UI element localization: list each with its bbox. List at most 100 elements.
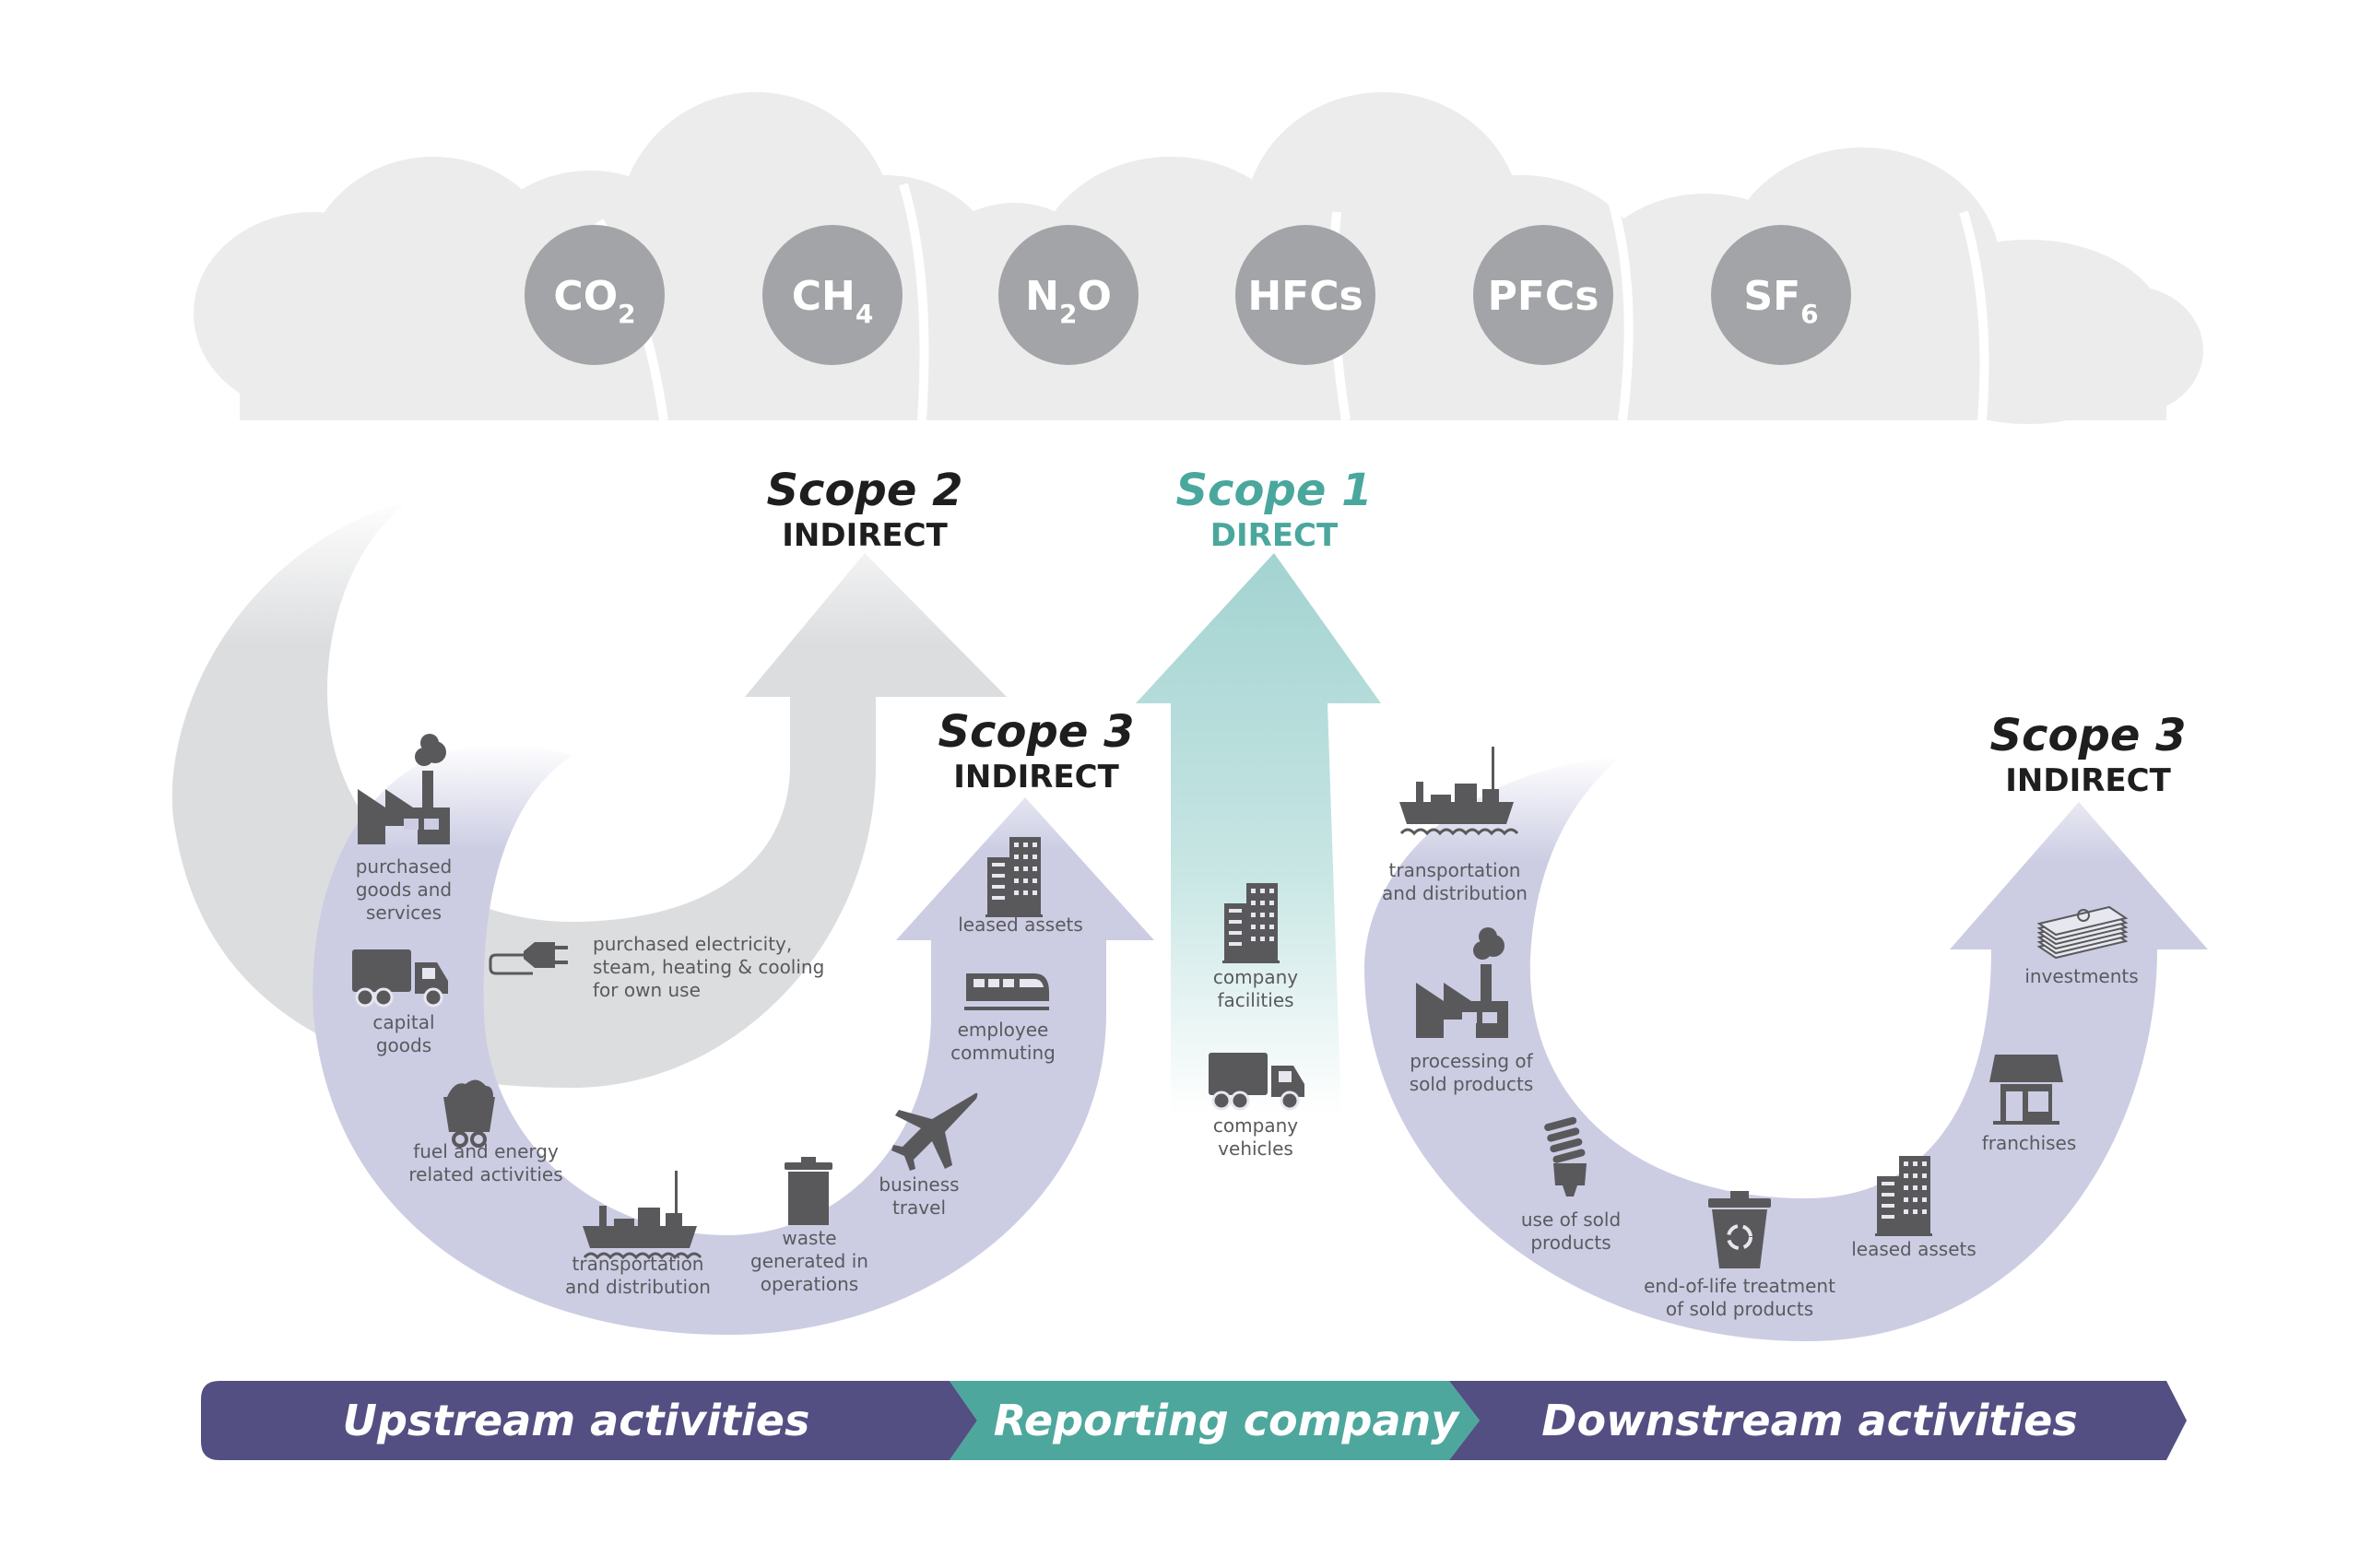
emission-category-item: leased assets	[1851, 1156, 1976, 1260]
category-label: products	[1530, 1232, 1611, 1254]
scope3-upstream-arrow	[313, 744, 1154, 1335]
band-downstream-segment	[1449, 1381, 2187, 1460]
category-label: leased assets	[958, 914, 1083, 936]
gas-bubble: N2O	[998, 225, 1139, 365]
category-label: investments	[2024, 965, 2138, 987]
emission-category-item: franchises	[1982, 1055, 2076, 1154]
category-label: leased assets	[1851, 1238, 1976, 1260]
building-icon	[985, 837, 1043, 917]
category-label: sold products	[1410, 1073, 1534, 1095]
category-label: for own use	[593, 979, 701, 1001]
scope3-downstream-arrow	[1364, 756, 2208, 1341]
scope3-downstream-title: Scope 3	[1989, 710, 2186, 761]
scope2-arrow	[171, 498, 1007, 1088]
category-label: business	[879, 1173, 959, 1196]
cloud-bank	[194, 92, 2203, 424]
scope1-arrow	[1136, 553, 1381, 1115]
scope3-upstream-heading: Scope 3 INDIRECT	[938, 706, 1134, 796]
category-label: capital	[372, 1011, 434, 1033]
scope3-upstream-subtitle: INDIRECT	[953, 759, 1119, 796]
ship-icon	[583, 1171, 702, 1260]
scope2-subtitle: INDIRECT	[782, 517, 948, 554]
category-label: use of sold	[1521, 1208, 1621, 1231]
category-label: end-of-life treatment	[1644, 1275, 1835, 1297]
band-upstream-label: Upstream activities	[343, 1396, 810, 1445]
truck-icon	[1209, 1053, 1304, 1111]
emission-category-item: investments	[2024, 905, 2139, 987]
recycle-bin-icon	[1708, 1191, 1771, 1268]
gas-formula: CH4	[792, 273, 874, 329]
category-label: waste	[782, 1227, 836, 1249]
category-label: vehicles	[1218, 1138, 1293, 1160]
category-label: services	[366, 902, 442, 924]
gas-circle	[998, 225, 1139, 365]
building-icon	[1222, 883, 1280, 963]
gas-bubble: PFCs	[1473, 225, 1613, 365]
gas-bubble: CO2	[525, 225, 665, 365]
ship-icon	[1399, 747, 1519, 836]
band-upstream-segment	[201, 1381, 977, 1460]
category-label: of sold products	[1666, 1298, 1813, 1320]
category-label: purchased electricity,	[593, 933, 792, 955]
gas-circle	[1235, 225, 1375, 365]
band-reporting-label: Reporting company	[994, 1396, 1461, 1445]
band-downstream-label: Downstream activities	[1541, 1396, 2077, 1445]
category-label: company	[1213, 966, 1298, 988]
category-label: processing of	[1410, 1050, 1533, 1072]
category-label: company	[1213, 1114, 1298, 1137]
category-label: generated in	[750, 1250, 868, 1272]
category-label: goods and	[356, 878, 452, 901]
gas-bubble: HFCs	[1235, 225, 1375, 365]
scope1-title: Scope 1	[1175, 465, 1372, 516]
category-label: operations	[761, 1273, 858, 1295]
gas-formula: PFCs	[1488, 273, 1599, 320]
scope1-heading: Scope 1 DIRECT	[1175, 465, 1372, 554]
category-label: goods	[376, 1034, 431, 1056]
value-chain-band: Upstream activities Reporting company Do…	[201, 1381, 2187, 1460]
category-label: and distribution	[565, 1276, 711, 1298]
scope2-title: Scope 2	[766, 465, 962, 516]
storefront-icon	[1989, 1055, 2063, 1125]
category-label: commuting	[950, 1042, 1056, 1064]
category-label: related activities	[408, 1163, 562, 1185]
gas-bubble: CH4	[762, 225, 903, 365]
scope3-upstream-title: Scope 3	[938, 706, 1134, 758]
band-reporting-segment	[950, 1381, 1480, 1460]
gas-formula: N2O	[1025, 273, 1112, 329]
category-label: purchased	[356, 855, 453, 878]
gas-circle	[762, 225, 903, 365]
gas-formula: CO2	[553, 273, 635, 329]
emission-category-item: leased assets	[958, 837, 1083, 936]
scope3-downstream-subtitle: INDIRECT	[2005, 762, 2171, 799]
category-label: transportation	[572, 1253, 704, 1275]
plug-icon	[489, 942, 568, 975]
gas-bubble: SF6	[1711, 225, 1851, 365]
mine-cart-icon	[443, 1079, 495, 1148]
scope1-subtitle: DIRECT	[1210, 517, 1339, 554]
scope2-items: purchased electricity,steam, heating & c…	[489, 933, 824, 1001]
category-label: facilities	[1217, 989, 1293, 1011]
gas-formula: HFCs	[1247, 273, 1363, 320]
truck-icon	[352, 949, 448, 1008]
factory-icon	[358, 734, 450, 844]
category-label: fuel and energy	[413, 1140, 559, 1162]
train-icon	[964, 973, 1049, 1010]
category-label: transportation	[1389, 859, 1521, 881]
money-stack-icon	[2036, 905, 2129, 960]
